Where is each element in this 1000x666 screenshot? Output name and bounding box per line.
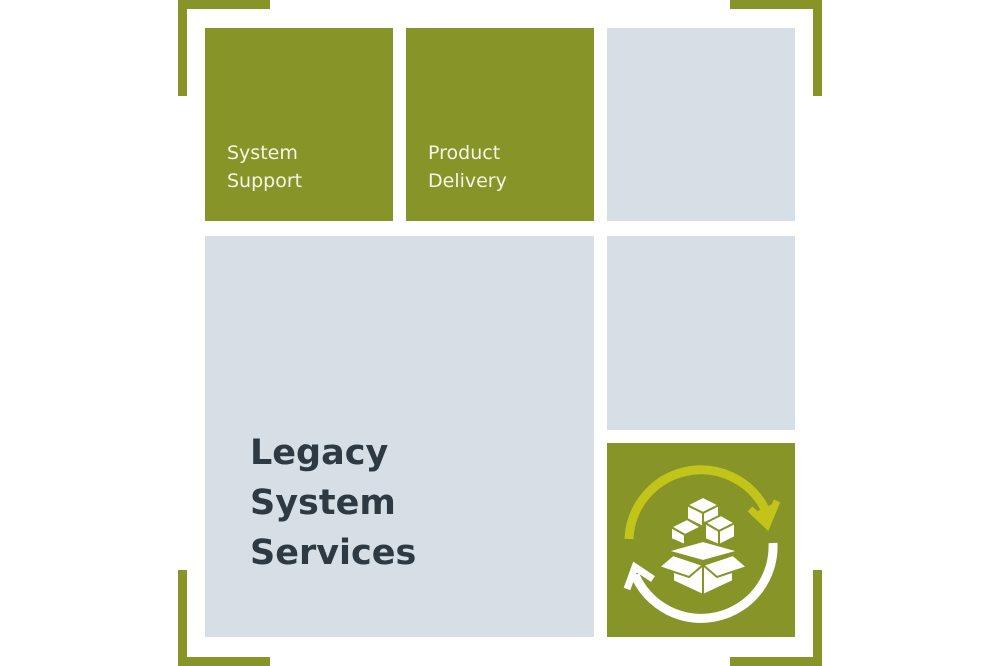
corner-bracket-bottom-right-v	[813, 570, 822, 666]
tile-legacy-system-services: Legacy System Services	[205, 236, 594, 637]
tile-system-support: System Support	[205, 28, 393, 221]
label-line: System	[227, 142, 298, 164]
tile-icon	[607, 443, 795, 637]
label-line: Legacy	[250, 433, 389, 473]
label-line: Services	[250, 533, 417, 573]
tile-product-delivery: Product Delivery	[406, 28, 594, 221]
label-line: System	[250, 483, 396, 523]
corner-bracket-top-left-h	[178, 0, 270, 9]
corner-bracket-top-right-h	[730, 0, 822, 9]
tile-empty-top-right	[607, 28, 795, 221]
label-line: Product	[428, 142, 501, 164]
tile-empty-middle-right	[607, 236, 795, 430]
corner-bracket-top-right-v	[813, 0, 822, 96]
corner-bracket-bottom-right-h	[730, 657, 822, 666]
corner-bracket-bottom-left-h	[178, 657, 270, 666]
corner-bracket-top-left-v	[178, 0, 187, 96]
corner-bracket-bottom-left-v	[178, 570, 187, 666]
label-line: Delivery	[428, 170, 507, 192]
boxes-cycle-icon	[623, 465, 781, 623]
label-line: Support	[227, 170, 303, 192]
tile-system-support-label: System Support	[227, 139, 302, 195]
tile-product-delivery-label: Product Delivery	[428, 139, 507, 195]
tile-legacy-label: Legacy System Services	[250, 428, 416, 578]
